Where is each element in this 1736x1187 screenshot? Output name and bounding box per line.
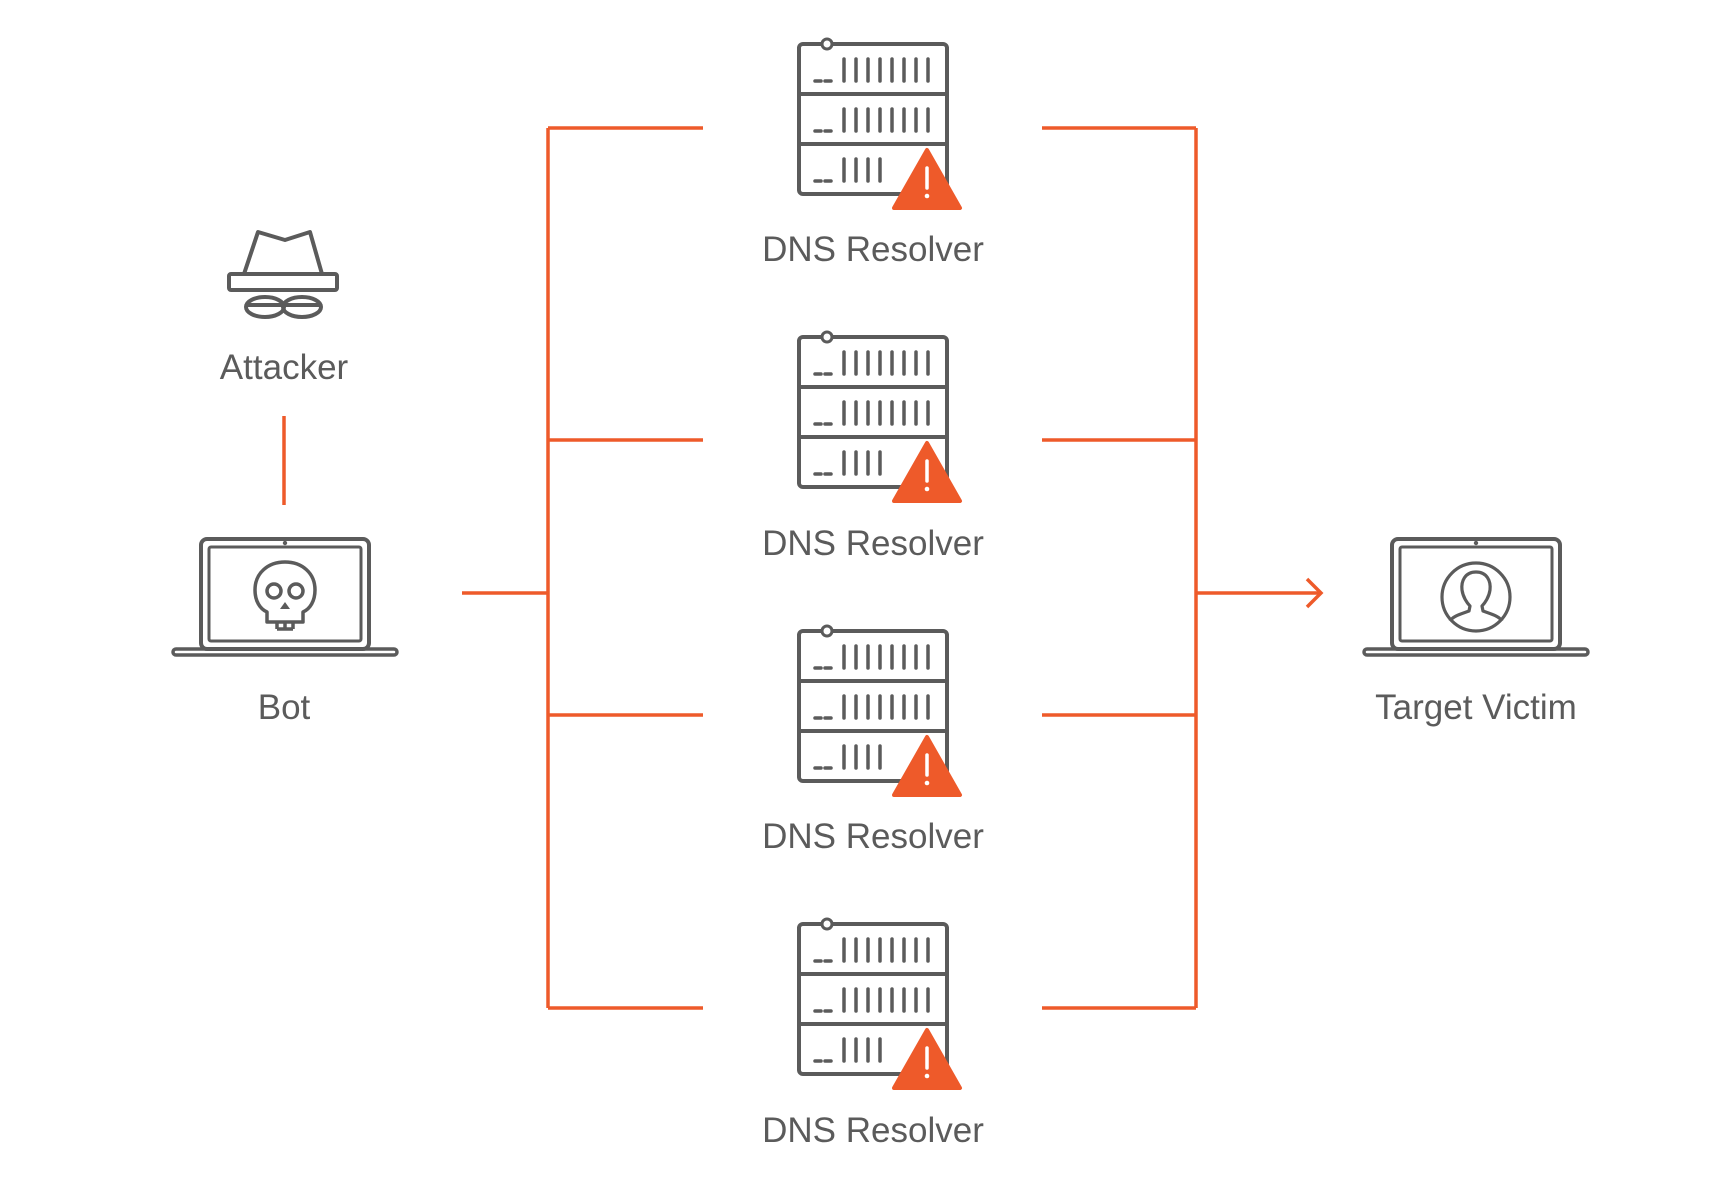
dns-resolver-label-3: DNS Resolver bbox=[762, 817, 984, 856]
user-laptop-icon bbox=[1362, 537, 1590, 657]
server-warning-icon bbox=[797, 330, 962, 503]
connector-lines bbox=[282, 126, 1324, 1010]
dns-resolver-label-4: DNS Resolver bbox=[762, 1111, 984, 1150]
server-warning-icon bbox=[797, 917, 962, 1090]
skull-laptop-icon bbox=[171, 537, 399, 657]
bot-label: Bot bbox=[257, 688, 311, 727]
dns-resolver-label-2: DNS Resolver bbox=[762, 524, 984, 563]
spy-icon bbox=[227, 230, 339, 319]
arrowhead-icon bbox=[1305, 577, 1324, 609]
dns-resolver-label-1: DNS Resolver bbox=[762, 230, 984, 269]
server-warning-icon bbox=[797, 624, 962, 797]
attacker-label: Attacker bbox=[219, 348, 349, 387]
target-victim-label: Target Victim bbox=[1375, 688, 1577, 727]
server-warning-icon bbox=[797, 37, 962, 210]
